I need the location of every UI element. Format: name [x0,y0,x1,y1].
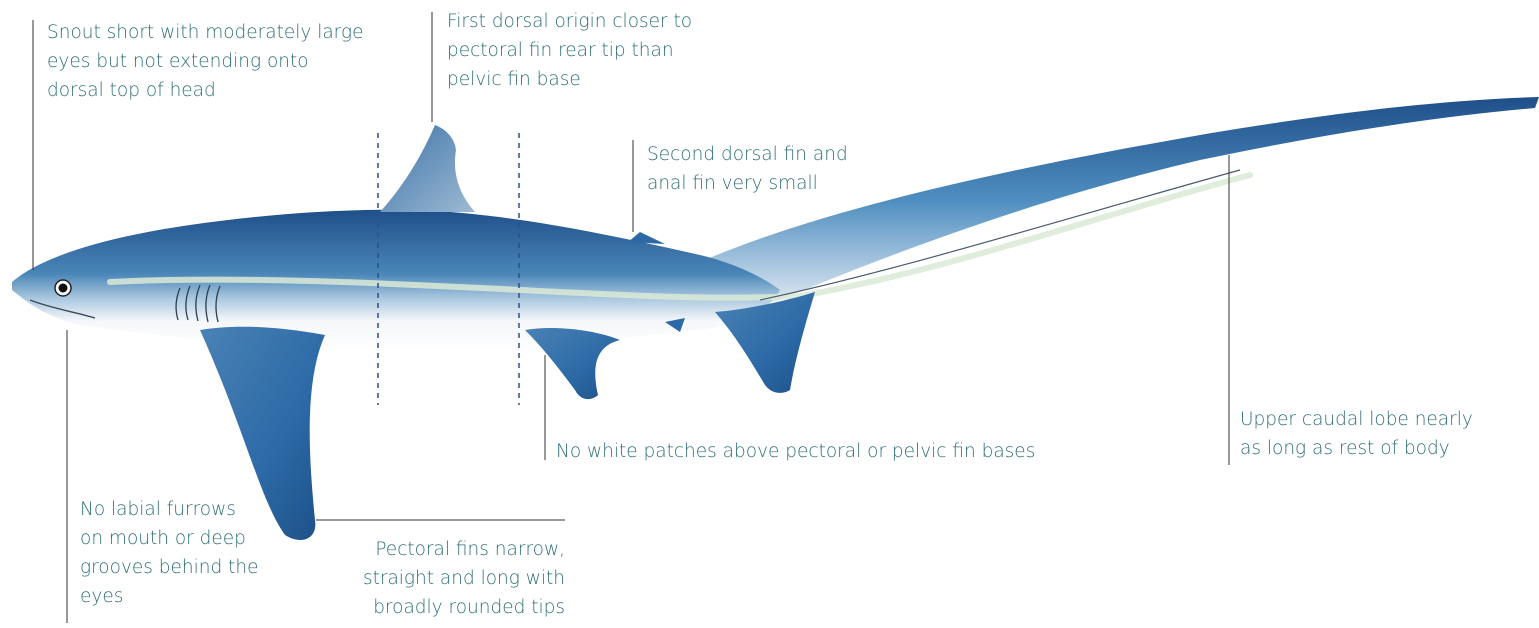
second-dorsal-fin [628,232,665,244]
caudal-line-1: Upper caudal lobe nearly [1240,405,1473,434]
pelvic-fin [525,328,620,399]
second-dorsal-line-2: anal fin very small [647,169,848,198]
caudal-annotation: Upper caudal lobe nearly as long as rest… [1240,405,1473,463]
snout-line-1: Snout short with moderately large [47,18,363,47]
caudal-line-2: as long as rest of body [1240,434,1473,463]
upper-caudal-lobe [700,97,1539,304]
snout-line-2: eyes but not extending onto [47,47,363,76]
snout-line-3: dorsal top of head [47,76,363,105]
second-dorsal-line-1: Second dorsal fin and [647,140,848,169]
eye-pupil [59,284,68,293]
white-patches-line-1: No white patches above pectoral or pelvi… [556,437,1035,466]
labial-annotation: No labial furrows on mouth or deep groov… [80,495,259,611]
first-dorsal-line-1: First dorsal origin closer to [447,7,692,36]
pectoral-line-1: Pectoral fins narrow, [363,535,565,564]
pectoral-line-2: straight and long with [363,564,565,593]
labial-line-4: eyes [80,582,259,611]
pectoral-annotation: Pectoral fins narrow, straight and long … [363,535,565,622]
labial-line-3: grooves behind the [80,553,259,582]
labial-line-1: No labial furrows [80,495,259,524]
first-dorsal-annotation: First dorsal origin closer to pectoral f… [447,7,692,94]
snout-annotation: Snout short with moderately large eyes b… [47,18,363,105]
white-patches-annotation: No white patches above pectoral or pelvi… [556,437,1035,466]
first-dorsal-line-3: pelvic fin base [447,65,692,94]
second-dorsal-annotation: Second dorsal fin and anal fin very smal… [647,140,848,198]
pectoral-line-3: broadly rounded tips [363,593,565,622]
first-dorsal-line-2: pectoral fin rear tip than [447,36,692,65]
labial-line-2: on mouth or deep [80,524,259,553]
first-dorsal-fin [380,125,475,212]
